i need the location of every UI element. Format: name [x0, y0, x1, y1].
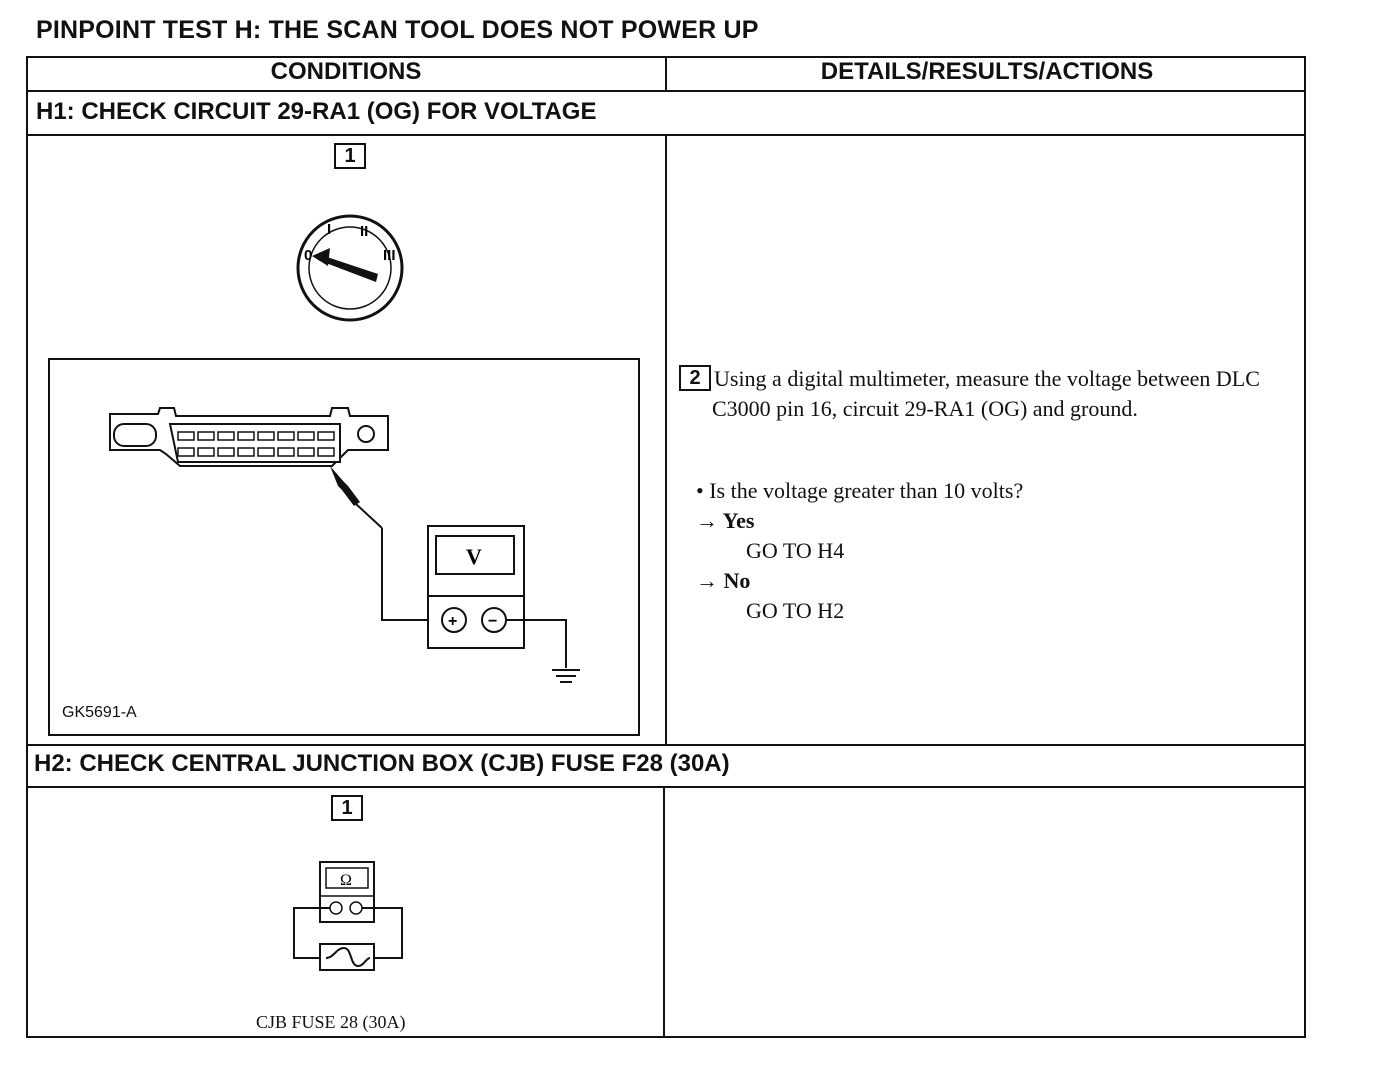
ignition-pos-2: II: [360, 223, 368, 240]
yes-label: → Yes: [696, 508, 755, 533]
details-header: DETAILS/RESULTS/ACTIONS: [820, 58, 1154, 85]
ignition-switch-icon: 0 I II III: [296, 214, 404, 322]
fuse-ohmmeter-diagram: Ω: [293, 861, 403, 971]
step-2-box: 2: [679, 365, 711, 391]
ohmmeter-icon: Ω: [319, 861, 375, 923]
meter-label: V: [466, 544, 482, 569]
h1-heading: H1: CHECK CIRCUIT 29-RA1 (OG) FOR VOLTAG…: [36, 98, 597, 125]
ignition-pos-3: III: [383, 247, 396, 264]
voltmeter-icon: V + −: [427, 525, 525, 649]
ignition-pos-0: 0: [304, 247, 312, 264]
page-title: PINPOINT TEST H: THE SCAN TOOL DOES NOT …: [36, 16, 759, 44]
fuse-icon: [319, 943, 375, 971]
dlc-voltage-diagram: V + −: [48, 358, 640, 736]
column-divider: [663, 786, 665, 1038]
plus-terminal: +: [448, 613, 457, 630]
step-1-box: 1: [334, 143, 366, 169]
no-label: → No: [696, 568, 751, 593]
divider: [26, 786, 1306, 788]
minus-terminal: −: [488, 613, 497, 630]
yes-action-link[interactable]: GO TO H4: [746, 538, 845, 563]
ohm-label: Ω: [340, 872, 352, 889]
step-2-instruction: Using a digital multimeter, measure the …: [712, 364, 1292, 424]
dlc-connector-icon: [109, 407, 389, 467]
voltage-question: • Is the voltage greater than 10 volts?: [696, 478, 1024, 503]
conditions-header: CONDITIONS: [270, 58, 422, 85]
column-divider: [665, 56, 667, 92]
figure-id: GK5691-A: [62, 704, 137, 721]
no-action-link[interactable]: GO TO H2: [746, 598, 845, 623]
h2-heading: H2: CHECK CENTRAL JUNCTION BOX (CJB) FUS…: [34, 750, 730, 777]
ignition-pos-1: I: [327, 221, 331, 238]
fuse-caption: CJB FUSE 28 (30A): [256, 1012, 406, 1032]
ground-symbol-icon: [552, 669, 580, 683]
column-divider: [665, 134, 667, 746]
step-1-box: 1: [331, 795, 363, 821]
step-2-text: Using a digital multimeter, measure the …: [712, 366, 1260, 421]
